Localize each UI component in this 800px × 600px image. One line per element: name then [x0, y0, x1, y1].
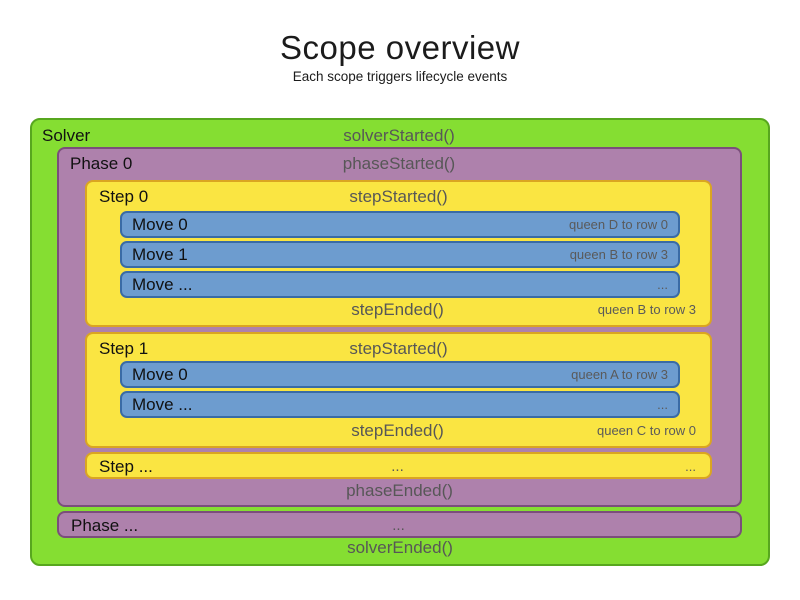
phase-ellipsis-scope-box: Phase ... ...: [57, 511, 742, 538]
move-note: queen A to row 3: [571, 367, 668, 382]
phase-0-header-row: Phase 0 phaseStarted(): [70, 153, 728, 175]
phase-0-footer-row: phaseEnded(): [59, 480, 740, 502]
step-ellipsis-label: Step ...: [99, 457, 153, 476]
move-note: queen B to row 3: [569, 247, 668, 262]
move-note: ...: [657, 397, 668, 412]
solver-ended-event: solverEnded(): [347, 538, 453, 557]
step-0-ended-event: stepEnded(): [351, 300, 444, 319]
move-note: queen D to row 0: [568, 217, 668, 232]
solver-label: Solver: [42, 126, 91, 145]
move-label: Move 1: [132, 244, 188, 264]
step-0-ended-note: queen B to row 3: [597, 302, 696, 317]
move-box: Move 1 queen B to row 3: [120, 241, 680, 268]
move-label: Move ...: [132, 394, 193, 414]
phase-started-event: phaseStarted(): [342, 154, 456, 173]
page-subtitle: Each scope triggers lifecycle events: [292, 69, 508, 84]
step-1-header-row: Step 1 stepStarted(): [99, 338, 698, 360]
phase-0-label: Phase 0: [70, 154, 133, 173]
step-1-ended-event: stepEnded(): [351, 421, 444, 440]
step-0-started-event: stepStarted(): [349, 187, 448, 206]
move-label: Move 0: [132, 364, 188, 384]
phase-ellipsis-center-dots: ...: [392, 517, 405, 534]
step-ellipsis-right-dots: ...: [685, 459, 696, 474]
phase-ellipsis-row: Phase ... ...: [71, 514, 726, 537]
step-1-footer-row: stepEnded() queen C to row 0: [99, 420, 696, 442]
move-label: Move ...: [132, 274, 193, 294]
step-0-footer-row: stepEnded() queen B to row 3: [99, 299, 696, 321]
step-1-ended-note: queen C to row 0: [596, 423, 696, 438]
step-ellipsis-scope-box: Step ... ... ...: [85, 452, 712, 479]
step-ellipsis-center-dots: ...: [391, 458, 404, 475]
step-1-started-event: stepStarted(): [349, 339, 448, 358]
phase-0-scope-box: Phase 0 phaseStarted() Step 0 stepStarte…: [57, 147, 742, 507]
move-box: Move 0 queen A to row 3: [120, 361, 680, 388]
move-note: ...: [657, 277, 668, 292]
move-box: Move ... ...: [120, 271, 680, 298]
step-0-label: Step 0: [99, 187, 149, 206]
phase-ended-event: phaseEnded(): [346, 481, 453, 500]
page-title: Scope overview: [280, 29, 520, 66]
step-1-scope-box: Step 1 stepStarted() Move 0 queen A to r…: [85, 332, 712, 448]
solver-started-event: solverStarted(): [343, 126, 455, 145]
phase-ellipsis-label: Phase ...: [71, 516, 139, 535]
step-1-label: Step 1: [99, 339, 149, 358]
solver-footer-row: solverEnded(): [32, 537, 768, 559]
solver-header-row: Solver solverStarted(): [42, 125, 756, 147]
move-box: Move 0 queen D to row 0: [120, 211, 680, 238]
move-label: Move 0: [132, 214, 188, 234]
step-ellipsis-row: Step ... ... ...: [99, 455, 696, 478]
step-0-scope-box: Step 0 stepStarted() Move 0 queen D to r…: [85, 180, 712, 327]
solver-scope-box: Solver solverStarted() Phase 0 phaseStar…: [30, 118, 770, 566]
step-0-header-row: Step 0 stepStarted(): [99, 186, 698, 208]
move-box: Move ... ...: [120, 391, 680, 418]
